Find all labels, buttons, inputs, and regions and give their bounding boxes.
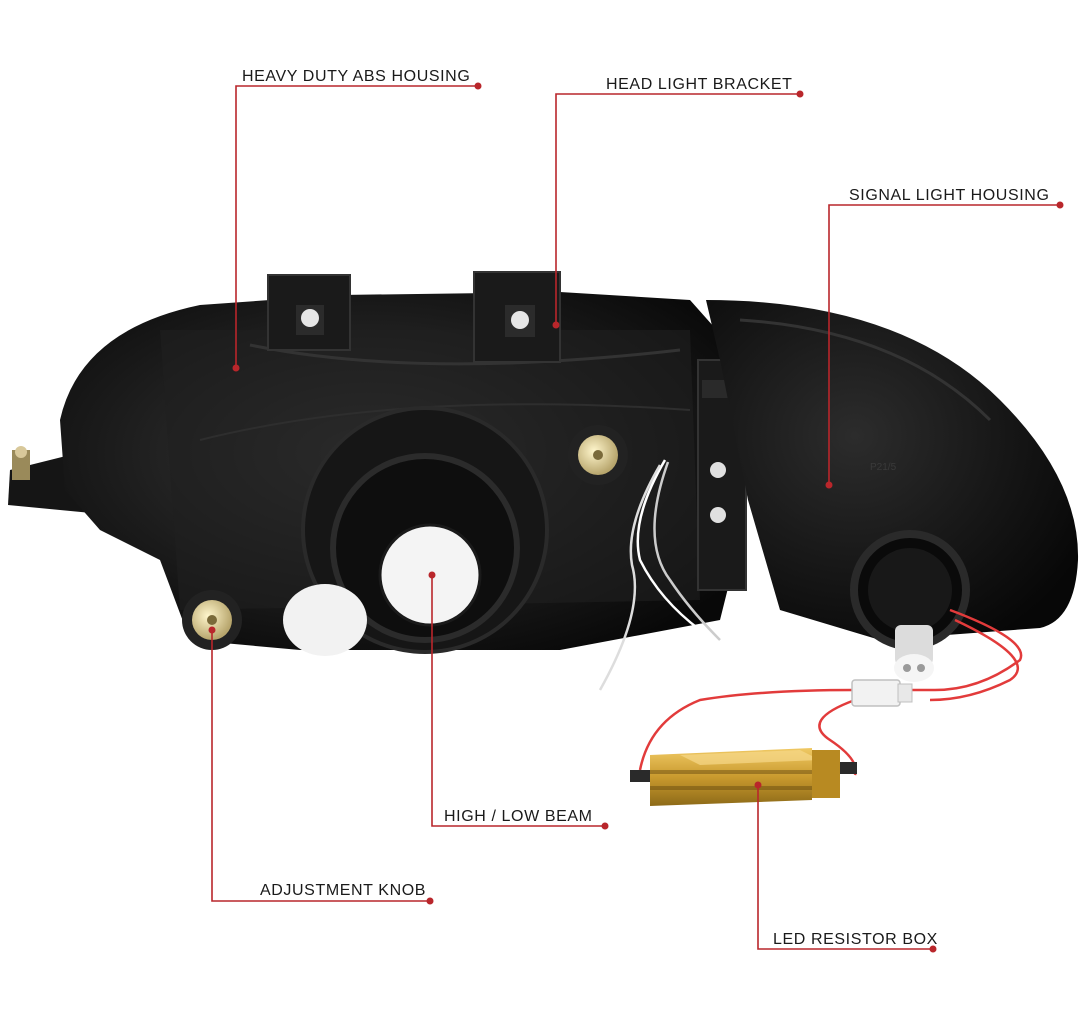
callout-line-abs-housing [235,85,478,368]
callout-signal-light-housing: SIGNAL LIGHT HOUSING [849,187,1050,204]
callout-line-signal-housing [828,204,1060,485]
callout-line-beam [431,575,605,827]
svg-text:P21/5: P21/5 [870,462,897,473]
callout-abs-housing: HEAVY DUTY ABS HOUSING [242,68,471,85]
callout-head-light-bracket: HEAD LIGHT BRACKET [606,76,793,93]
headlight-bracket-right [473,271,561,363]
callout-adjustment-knob: ADJUSTMENT KNOB [260,882,427,899]
led-resistor-box [630,748,857,806]
callout-line-knob [211,630,430,902]
adjustment-knob-upper [568,425,628,485]
headlight-wires [598,459,721,691]
callout-led-resistor-box: LED RESISTOR BOX [773,931,938,948]
high-low-beam-socket [301,406,549,654]
wire-connector [851,679,913,707]
adjustment-knob [182,590,242,650]
callout-lines [211,85,1060,950]
signal-bulb [894,625,934,682]
callout-dots [208,82,1064,953]
cap-cover [283,584,367,656]
callout-line-bracket [555,93,800,325]
signal-light-housing: P21/5 [706,300,1079,650]
headlight-bracket-left [267,274,351,351]
callout-line-resistor [757,785,933,950]
callout-high-low-beam: HIGH / LOW BEAM [444,808,593,825]
